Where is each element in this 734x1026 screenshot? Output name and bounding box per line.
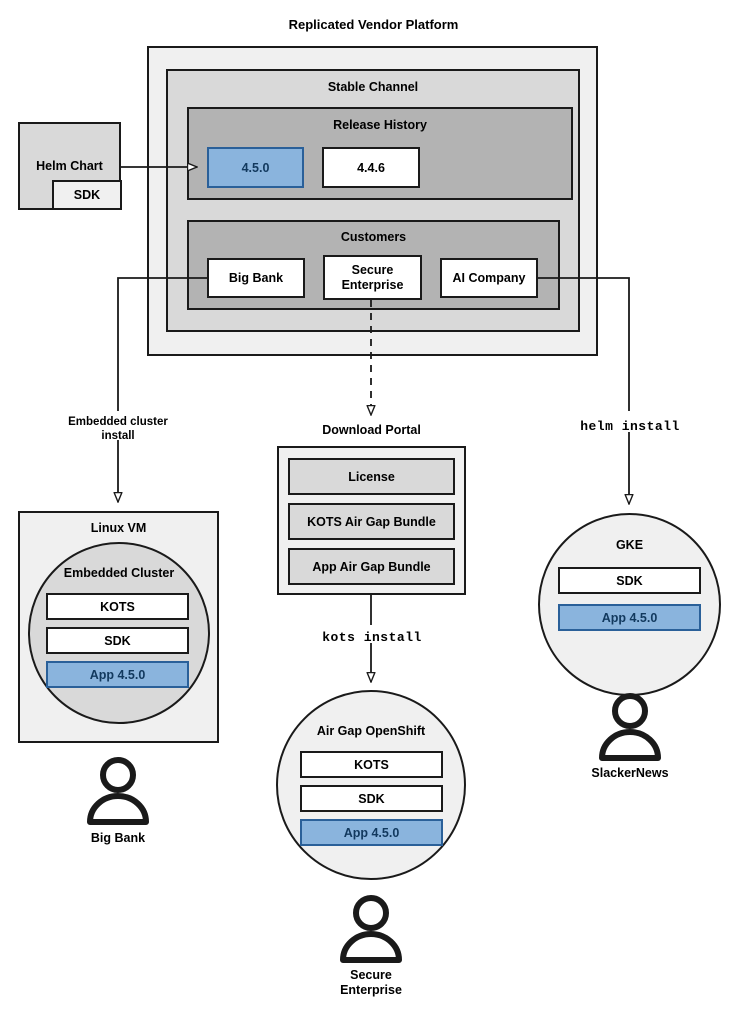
edge-label-line2: install bbox=[101, 429, 135, 442]
person-icon-secure-enterprise bbox=[340, 895, 402, 963]
customer-big-bank[interactable]: Big Bank bbox=[207, 258, 305, 298]
download-portal-item-kots-air-gap-bundle[interactable]: KOTS Air Gap Bundle bbox=[288, 503, 455, 540]
person-icon-slackernews bbox=[599, 693, 661, 761]
linux-vm-customer-label: Big Bank bbox=[90, 831, 146, 845]
person-icon-big-bank bbox=[87, 757, 149, 825]
download-portal-label: Download Portal bbox=[322, 423, 421, 437]
release-history-label: Release History bbox=[333, 118, 427, 132]
gke-label: GKE bbox=[615, 538, 644, 552]
airgap-component-app[interactable]: App 4.5.0 bbox=[300, 819, 443, 846]
download-portal-item-license[interactable]: License bbox=[288, 458, 455, 495]
airgap-customer-line2: Enterprise bbox=[340, 982, 402, 997]
gke-component-app[interactable]: App 4.5.0 bbox=[558, 604, 701, 631]
download-portal-item-app-air-gap-bundle[interactable]: App Air Gap Bundle bbox=[288, 548, 455, 585]
embedded-cluster-label: Embedded Cluster bbox=[63, 566, 175, 580]
linux-vm-component-sdk[interactable]: SDK bbox=[46, 627, 189, 654]
gke-customer-label: SlackerNews bbox=[591, 766, 669, 780]
page-title: Replicated Vendor Platform bbox=[288, 17, 459, 32]
airgap-component-sdk[interactable]: SDK bbox=[300, 785, 443, 812]
release-4-5-0[interactable]: 4.5.0 bbox=[207, 147, 304, 188]
linux-vm-label: Linux VM bbox=[90, 521, 147, 535]
airgap-customer-line1: Secure bbox=[350, 968, 392, 982]
stable-channel-label: Stable Channel bbox=[327, 80, 419, 94]
airgap-customer-label: Secure Enterprise bbox=[291, 968, 451, 998]
linux-vm-component-kots[interactable]: KOTS bbox=[46, 593, 189, 620]
linux-vm-component-app[interactable]: App 4.5.0 bbox=[46, 661, 189, 688]
helm-chart-sdk-box[interactable]: SDK bbox=[52, 180, 122, 210]
edge-label-kots-install: kots install bbox=[322, 630, 422, 645]
edge-label-helm-install: helm install bbox=[580, 419, 680, 434]
air-gap-openshift-label: Air Gap OpenShift bbox=[316, 724, 426, 738]
release-4-4-6[interactable]: 4.4.6 bbox=[322, 147, 420, 188]
customer-ai-company[interactable]: AI Company bbox=[440, 258, 538, 298]
edge-label-line1: Embedded cluster bbox=[68, 416, 168, 428]
customers-label: Customers bbox=[340, 230, 407, 244]
edge-label-embedded-cluster-install: Embedded cluster install bbox=[48, 416, 188, 443]
airgap-component-kots[interactable]: KOTS bbox=[300, 751, 443, 778]
gke-component-sdk[interactable]: SDK bbox=[558, 567, 701, 594]
